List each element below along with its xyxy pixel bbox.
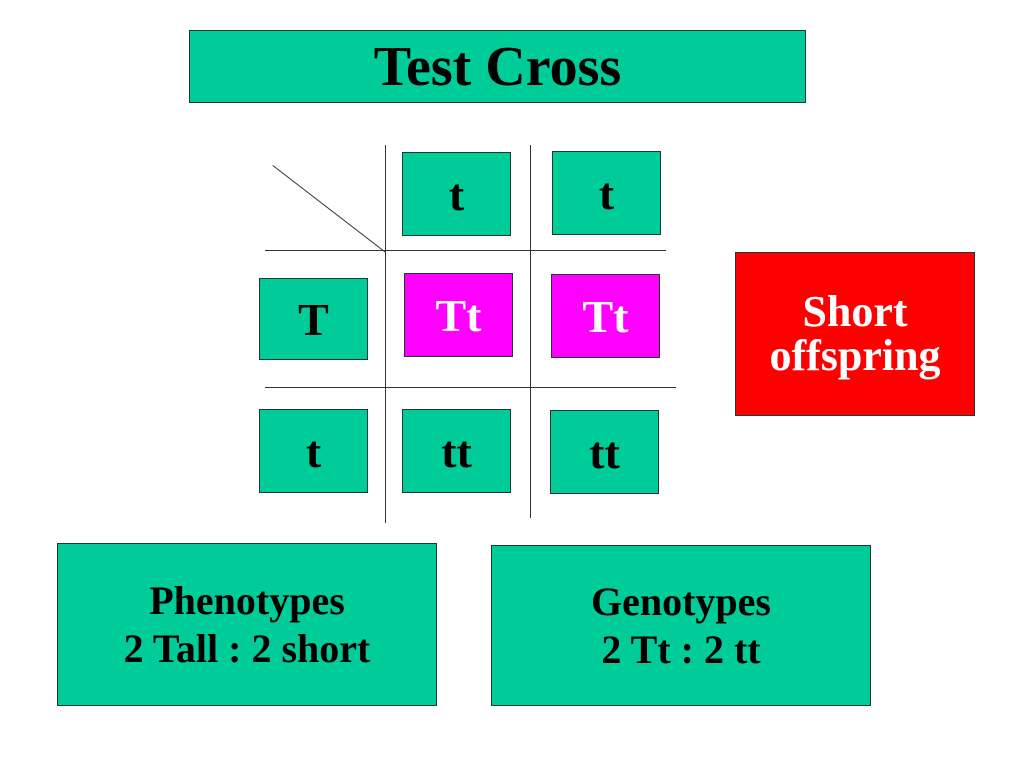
phenotypes-heading: Phenotypes [149, 577, 345, 623]
row-allele-2: t [259, 409, 368, 493]
genotypes-heading: Genotypes [591, 578, 771, 624]
grid-horizontal-line-2 [265, 387, 676, 388]
phenotypes-ratio: 2 Tall : 2 short [123, 625, 371, 671]
offspring-cell-r2c1: tt [402, 409, 511, 493]
genotypes-ratio: 2 Tt : 2 tt [601, 626, 761, 672]
row-allele-1: T [259, 278, 368, 360]
grid-vertical-line-1 [385, 145, 386, 523]
column-allele-1: t [402, 152, 511, 236]
page-title: Test Cross [189, 30, 806, 103]
offspring-cell-r2c2: tt [550, 410, 659, 494]
note-line-1: Short [802, 287, 908, 336]
grid-corner-diagonal [272, 165, 386, 253]
grid-horizontal-line-1 [265, 250, 666, 251]
offspring-cell-r1c1: Tt [404, 273, 513, 357]
short-offspring-note: Short offspring [735, 252, 975, 416]
column-allele-2: t [552, 151, 661, 235]
offspring-cell-r1c2: Tt [551, 274, 660, 358]
genotypes-summary: Genotypes 2 Tt : 2 tt [491, 545, 871, 706]
grid-vertical-line-2 [530, 145, 531, 518]
phenotypes-summary: Phenotypes 2 Tall : 2 short [57, 543, 437, 706]
note-line-2: offspring [769, 331, 941, 380]
